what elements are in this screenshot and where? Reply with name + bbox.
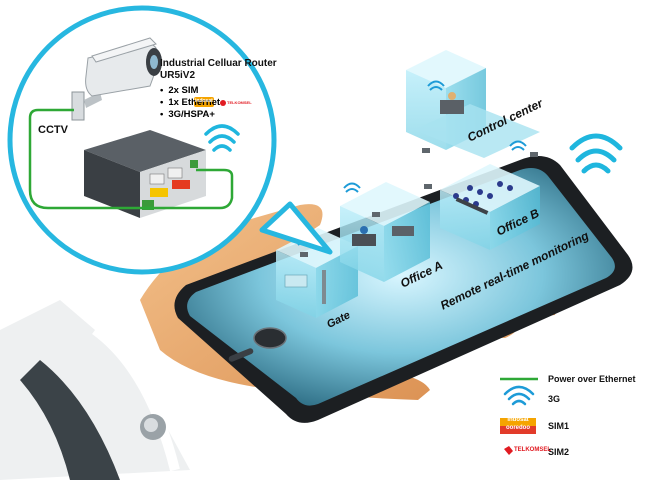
room-control-center (406, 50, 540, 158)
legend-label-3g: 3G (548, 394, 561, 404)
legend-label-sim1: SIM1 (548, 421, 570, 431)
room-cameras (300, 148, 538, 257)
legend-graphics (499, 377, 538, 455)
legend-telkomsel-text: TELKOMSEL (514, 447, 551, 453)
legend-indosat-logo (499, 417, 537, 435)
spec-item: 2x SIM (160, 85, 198, 96)
room-office-a (340, 182, 430, 282)
poe-cable (28, 108, 234, 210)
cctv-camera (71, 37, 162, 121)
router-3g-icon (204, 124, 240, 152)
sleeve (0, 300, 190, 480)
legend-3g-icon (503, 385, 535, 406)
cellular-router (84, 130, 206, 218)
phone-3g-icon (569, 133, 623, 174)
legend-label-sim2: SIM2 (548, 447, 570, 457)
router-title-line1: Industrial Celluar Router (160, 58, 277, 69)
cctv-label: CCTV (38, 124, 68, 136)
legend-label-poe: Power over Ethernet (548, 374, 636, 384)
spec-item: 3G/HSPA+ (160, 109, 215, 120)
spec-indosat-text: indosat (195, 98, 213, 104)
spec-item: 1x Ethernet (160, 97, 220, 108)
legend-indosat-text: indosat (507, 417, 529, 423)
room-office-b (440, 164, 540, 250)
router-title-line2: UR5iV2 (160, 70, 196, 81)
spec-telkomsel-text: TELKOMSEL (227, 100, 252, 105)
legend-telkomsel-logo (504, 446, 513, 455)
legend-ooredoo-text: ooredoo (506, 425, 530, 431)
router-title: Industrial Celluar Router UR5iV2 (160, 58, 277, 82)
